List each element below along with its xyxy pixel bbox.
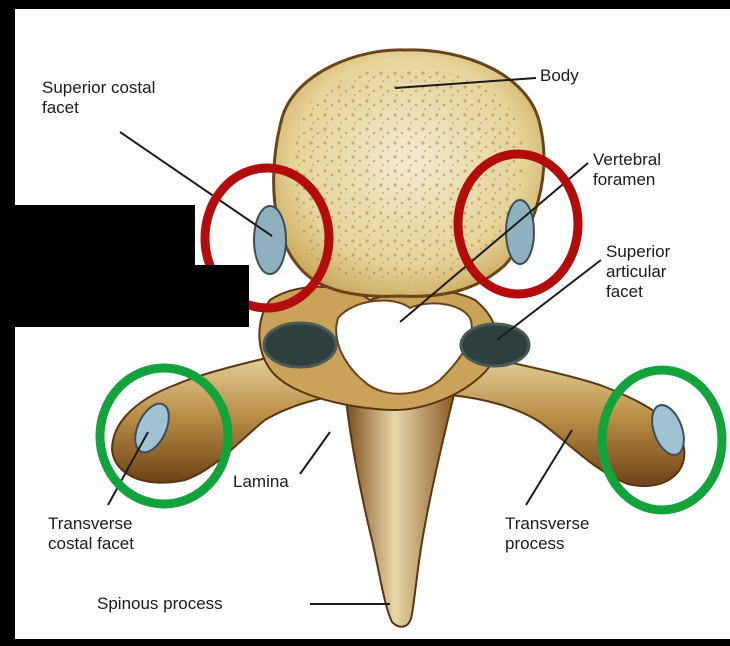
label-spinous-process: Spinous process	[97, 594, 223, 614]
leader-superior-articular-facet	[497, 260, 601, 340]
leader-transverse-process	[526, 430, 572, 505]
label-vertebral-foramen: Vertebral foramen	[593, 150, 661, 190]
left-superior-articular-facet-shape	[264, 323, 336, 367]
label-body: Body	[540, 66, 579, 86]
label-lamina: Lamina	[233, 472, 289, 492]
right-superior-articular-facet-shape	[461, 324, 529, 366]
leader-lamina	[300, 432, 330, 474]
label-superior-articular-facet: Superior articular facet	[606, 242, 670, 302]
label-transverse-costal-facet: Transverse costal facet	[48, 514, 134, 554]
label-transverse-process: Transverse process	[505, 514, 589, 554]
label-superior-costal-facet: Superior costal facet	[42, 78, 155, 118]
spinous-process-shape	[345, 390, 455, 627]
left-superior-costal-facet-shape	[254, 206, 286, 274]
redaction-block-lower	[0, 265, 249, 327]
right-superior-costal-facet-shape	[506, 200, 534, 264]
redaction-block-upper	[0, 205, 195, 265]
